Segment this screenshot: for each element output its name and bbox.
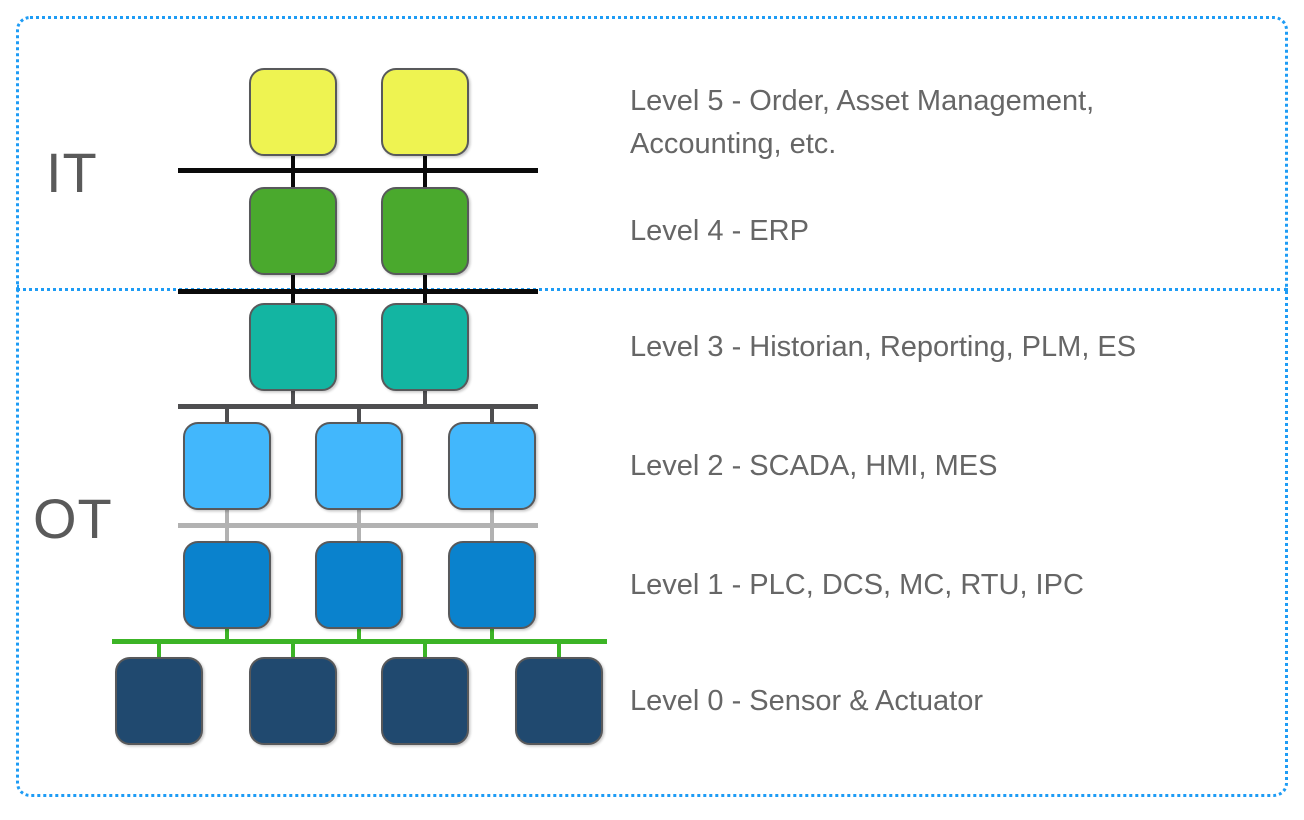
level3-node bbox=[249, 303, 337, 391]
level5-label: Level 5 - Order, Asset Management, Accou… bbox=[630, 85, 1095, 160]
ot-zone-frame bbox=[16, 288, 1288, 797]
level2-label: Level 2 - SCADA, HMI, MES bbox=[630, 450, 998, 482]
bus-stem bbox=[423, 391, 427, 406]
level0-node bbox=[515, 657, 603, 745]
bus-stem bbox=[291, 641, 295, 659]
bus-stem bbox=[357, 629, 361, 641]
bus-level5-level4 bbox=[178, 168, 538, 173]
bus-stem bbox=[291, 391, 295, 406]
level0-node bbox=[381, 657, 469, 745]
level4-label: Level 4 - ERP bbox=[630, 215, 809, 247]
level3-label: Level 3 - Historian, Reporting, PLM, ES bbox=[630, 331, 1137, 363]
bus-level1-level0 bbox=[112, 639, 607, 644]
bus-level2-level1 bbox=[178, 523, 538, 528]
bus-level3-level2 bbox=[178, 404, 538, 409]
level1-node bbox=[183, 541, 271, 629]
level2-node bbox=[183, 422, 271, 510]
it-zone-label: IT bbox=[46, 141, 98, 204]
level3-node bbox=[381, 303, 469, 391]
level0-label: Level 0 - Sensor & Actuator bbox=[630, 685, 984, 717]
level1-node bbox=[315, 541, 403, 629]
bus-stem bbox=[357, 406, 361, 424]
bus-stem bbox=[490, 406, 494, 424]
level2-node bbox=[315, 422, 403, 510]
level5-node bbox=[249, 68, 337, 156]
bus-stem bbox=[423, 641, 427, 659]
level0-node bbox=[115, 657, 203, 745]
level5-node bbox=[381, 68, 469, 156]
bus-stem bbox=[225, 406, 229, 424]
level1-node bbox=[448, 541, 536, 629]
bus-stem bbox=[557, 641, 561, 659]
ot-zone-label: OT bbox=[33, 487, 113, 550]
level0-node bbox=[249, 657, 337, 745]
level1-label: Level 1 - PLC, DCS, MC, RTU, IPC bbox=[630, 569, 1084, 601]
it-zone-frame bbox=[16, 16, 1288, 288]
level4-node bbox=[381, 187, 469, 275]
bus-stem bbox=[225, 629, 229, 641]
level4-node bbox=[249, 187, 337, 275]
bus-level4-level3 bbox=[178, 289, 538, 294]
level2-node bbox=[448, 422, 536, 510]
bus-stem bbox=[157, 641, 161, 659]
bus-stem bbox=[490, 629, 494, 641]
